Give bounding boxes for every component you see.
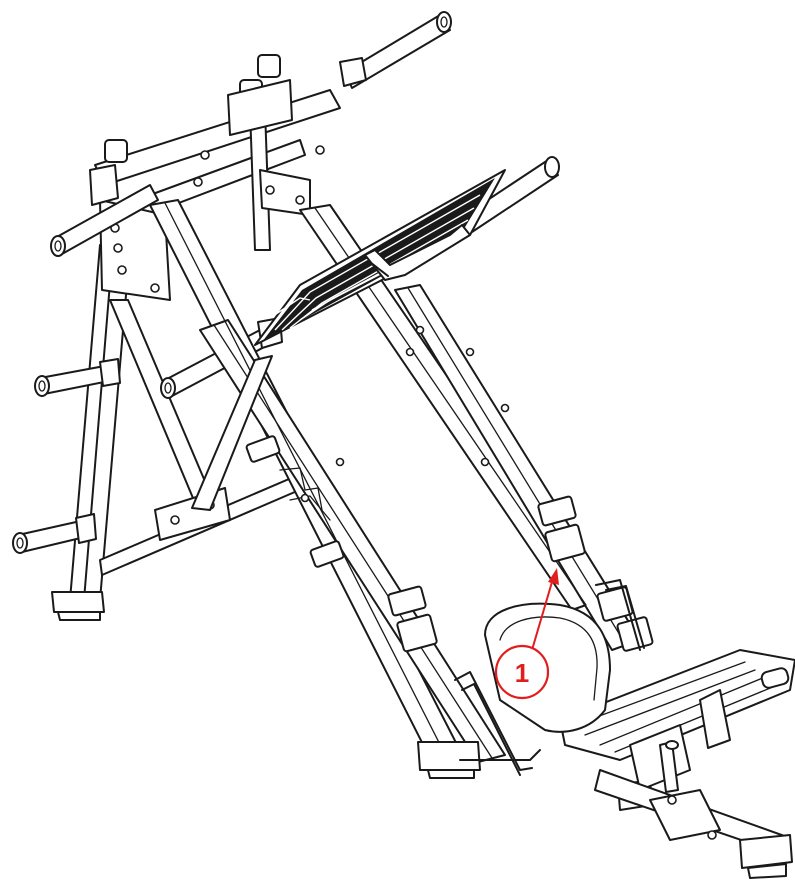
handles xyxy=(454,579,645,776)
callout-leader-line xyxy=(531,581,553,651)
weight-horn-top-right xyxy=(339,11,452,89)
shoulder-pad-plate xyxy=(254,169,506,346)
callout-circle xyxy=(494,644,550,700)
foot-platform xyxy=(559,649,795,879)
weight-horn-left-lower xyxy=(12,513,97,554)
rail-stops xyxy=(245,325,654,653)
weight-horn-top-left xyxy=(50,184,159,257)
weight-horn-left-upper xyxy=(34,358,121,397)
callout-1: 1 xyxy=(494,568,559,700)
callout-number: 1 xyxy=(515,658,529,688)
post-caps xyxy=(89,54,325,206)
callout-arrowhead xyxy=(548,568,559,585)
